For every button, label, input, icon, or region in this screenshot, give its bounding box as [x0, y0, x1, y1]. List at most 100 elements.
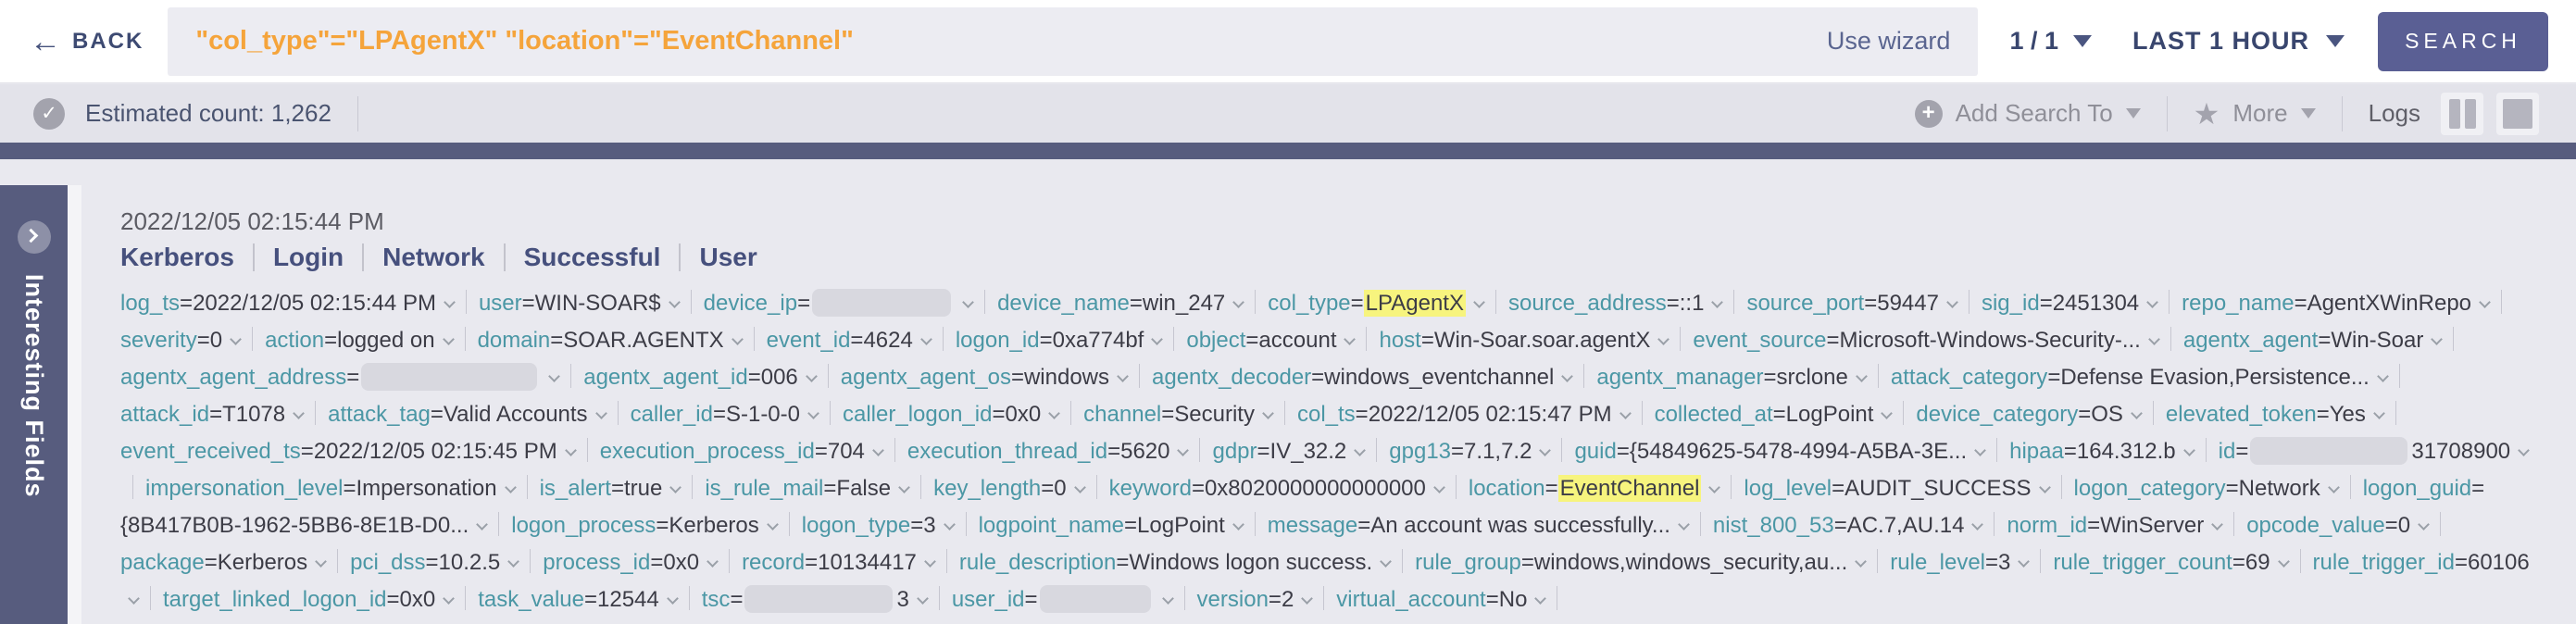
field-logon_category[interactable]: logon_category=Network: [2074, 476, 2340, 501]
tag-user[interactable]: User: [699, 243, 757, 271]
field-version[interactable]: version=2: [1197, 587, 1314, 612]
field-attack_id[interactable]: attack_id=T1078: [120, 402, 306, 427]
field-id[interactable]: id=31708900: [2219, 437, 2531, 465]
field-guid[interactable]: guid={54849625-5478-4994-A5BA-3E...: [1574, 439, 1986, 464]
field-col_ts[interactable]: col_ts=2022/12/05 02:15:47 PM: [1297, 402, 1632, 427]
field-target_linked_logon_id[interactable]: target_linked_logon_id=0x0: [163, 587, 456, 612]
field-logon_process[interactable]: logon_process=Kerberos: [511, 513, 779, 538]
field-action[interactable]: action=logged on: [265, 328, 455, 353]
field-package[interactable]: package=Kerberos: [120, 550, 328, 575]
field-process_id[interactable]: process_id=0x0: [543, 550, 719, 575]
chevron-down-icon: [1473, 296, 1485, 308]
field-keyword[interactable]: keyword=0x8020000000000000: [1109, 476, 1445, 501]
field-is_rule_mail[interactable]: is_rule_mail=False: [705, 476, 910, 501]
field-opcode_value[interactable]: opcode_value=0: [2246, 513, 2430, 538]
field-pci_dss[interactable]: pci_dss=10.2.5: [350, 550, 520, 575]
field-user[interactable]: user=WIN-SOAR$: [479, 291, 681, 316]
field-tsc[interactable]: tsc=3: [702, 585, 929, 613]
field-rule_level[interactable]: rule_level=3: [1890, 550, 2031, 575]
field-source_address[interactable]: source_address=::1: [1508, 291, 1724, 316]
search-query-box[interactable]: "col_type"="LPAgentX" "location"="EventC…: [168, 6, 1979, 76]
expand-sidebar-button[interactable]: [17, 220, 51, 254]
field-caller_id[interactable]: caller_id=S-1-0-0: [631, 402, 819, 427]
field-host[interactable]: host=Win-Soar.soar.agentX: [1379, 328, 1670, 353]
chevron-down-icon: [2479, 296, 2491, 308]
more-dropdown[interactable]: ★ More: [2194, 99, 2316, 129]
tag-successful[interactable]: Successful: [523, 243, 661, 271]
field-logpoint_name[interactable]: logpoint_name=LogPoint: [979, 513, 1244, 538]
field-hipaa[interactable]: hipaa=164.312.b: [2009, 439, 2195, 464]
chevron-down-icon: [1534, 593, 1547, 605]
field-channel[interactable]: channel=Security: [1083, 402, 1274, 427]
full-view-toggle-icon[interactable]: [2496, 92, 2539, 135]
field-repo_name[interactable]: repo_name=AgentXWinRepo: [2182, 291, 2491, 316]
field-object[interactable]: object=account: [1186, 328, 1357, 353]
field-sig_id[interactable]: sig_id=2451304: [1982, 291, 2159, 316]
tag-kerberos[interactable]: Kerberos: [120, 243, 234, 271]
back-button[interactable]: ← BACK: [0, 26, 168, 57]
field-task_value[interactable]: task_value=12544: [478, 587, 679, 612]
field-nist_800_53[interactable]: nist_800_53=AC.7,AU.14: [1713, 513, 1984, 538]
field-user_id[interactable]: user_id=: [952, 585, 1174, 613]
field-location[interactable]: location=EventChannel: [1469, 475, 1721, 502]
field-elevated_token[interactable]: elevated_token=Yes: [2166, 402, 2385, 427]
field-separator: [1994, 512, 1995, 536]
search-query-input[interactable]: "col_type"="LPAgentX" "location"="EventC…: [195, 26, 854, 56]
interesting-fields-sidebar[interactable]: Interesting Fields: [0, 185, 68, 624]
field-source_port[interactable]: source_port=59447: [1746, 291, 1958, 316]
field-col_type[interactable]: col_type=LPAgentX: [1268, 290, 1485, 317]
field-execution_thread_id[interactable]: execution_thread_id=5620: [907, 439, 1190, 464]
field-separator: [1255, 290, 1257, 314]
field-execution_process_id[interactable]: execution_process_id=704: [600, 439, 884, 464]
field-log_level[interactable]: log_level=AUDIT_SUCCESS: [1744, 476, 2051, 501]
field-agentx_manager[interactable]: agentx_manager=srclone: [1596, 365, 1868, 390]
field-agentx_agent[interactable]: agentx_agent=Win-Soar: [2183, 328, 2444, 353]
field-is_alert[interactable]: is_alert=true: [540, 476, 682, 501]
search-button[interactable]: SEARCH: [2378, 11, 2548, 71]
tag-login[interactable]: Login: [272, 243, 344, 271]
field-logon_id[interactable]: logon_id=0xa774bf: [956, 328, 1164, 353]
field-caller_logon_id[interactable]: caller_logon_id=0x0: [843, 402, 1061, 427]
field-agentx_agent_address[interactable]: agentx_agent_address=: [120, 363, 561, 391]
field-event_received_ts[interactable]: event_received_ts=2022/12/05 02:15:45 PM: [120, 439, 577, 464]
field-record[interactable]: record=10134417: [742, 550, 936, 575]
field-attack_category[interactable]: attack_category=Defense Evasion,Persiste…: [1891, 365, 2389, 390]
page-indicator-dropdown[interactable]: 1 / 1: [2009, 27, 2092, 56]
field-device_ip[interactable]: device_ip=: [704, 289, 974, 317]
field-domain[interactable]: domain=SOAR.AGENTX: [478, 328, 744, 353]
column-view-toggle-icon[interactable]: [2441, 92, 2483, 135]
field-message[interactable]: message=An account was successfully...: [1268, 513, 1690, 538]
field-separator: [2395, 401, 2396, 425]
field-event_id[interactable]: event_id=4624: [767, 328, 932, 353]
use-wizard-button[interactable]: Use wizard: [1826, 27, 1951, 55]
field-device_name[interactable]: device_name=win_247: [997, 291, 1245, 316]
field-device_category[interactable]: device_category=OS: [1916, 402, 2143, 427]
field-gpg13[interactable]: gpg13=7.1,7.2: [1389, 439, 1552, 464]
field-agentx_agent_id[interactable]: agentx_agent_id=006: [583, 365, 818, 390]
field-gdpr[interactable]: gdpr=IV_32.2: [1212, 439, 1367, 464]
field-severity[interactable]: severity=0: [120, 328, 242, 353]
field-logon_type[interactable]: logon_type=3: [802, 513, 956, 538]
chevron-down-icon: [1433, 481, 1445, 493]
field-rule_description[interactable]: rule_description=Windows logon success.: [959, 550, 1392, 575]
field-collected_at[interactable]: collected_at=LogPoint: [1655, 402, 1894, 427]
field-rule_trigger_count[interactable]: rule_trigger_count=69: [2053, 550, 2290, 575]
field-impersonation_level[interactable]: impersonation_level=Impersonation: [145, 476, 517, 501]
field-norm_id[interactable]: norm_id=WinServer: [2007, 513, 2224, 538]
time-range-dropdown[interactable]: LAST 1 HOUR: [2132, 27, 2345, 56]
chevron-down-icon: [2211, 518, 2224, 530]
chevron-down-icon: [807, 407, 819, 419]
field-key_length[interactable]: key_length=0: [933, 476, 1086, 501]
field-agentx_agent_os[interactable]: agentx_agent_os=windows: [841, 365, 1129, 390]
field-event_source[interactable]: event_source=Microsoft-Windows-Security-…: [1693, 328, 2160, 353]
tag-network[interactable]: Network: [382, 243, 485, 271]
field-rule_group[interactable]: rule_group=windows,windows_security,au..…: [1415, 550, 1868, 575]
field-log_ts[interactable]: log_ts=2022/12/05 02:15:44 PM: [120, 291, 456, 316]
field-agentx_decoder[interactable]: agentx_decoder=windows_eventchannel: [1152, 365, 1574, 390]
field-logon_guid[interactable]: logon_guid={8B417B0B-1962-5BB6-8E1B-D0..…: [120, 476, 2485, 538]
logs-label: Logs: [2368, 99, 2420, 127]
field-attack_tag[interactable]: attack_tag=Valid Accounts: [328, 402, 607, 427]
add-search-to-dropdown[interactable]: + Add Search To: [1914, 99, 2141, 128]
field-virtual_account[interactable]: virtual_account=No: [1336, 587, 1547, 612]
field-rule_trigger_id[interactable]: rule_trigger_id=60106: [120, 550, 2530, 612]
